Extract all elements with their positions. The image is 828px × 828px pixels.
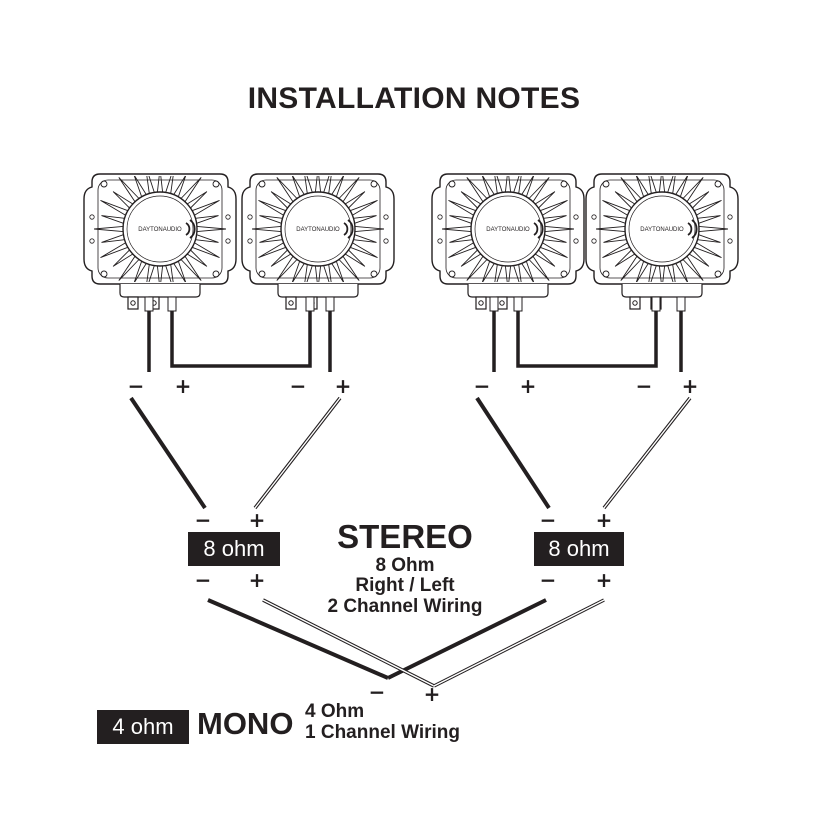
transducer-brand-label: DAYTONAUDIO (640, 227, 684, 233)
connector-plugs (144, 296, 686, 312)
mono-heading: MONO (197, 706, 294, 741)
minus-sign: − (127, 374, 145, 398)
plus-sign: + (334, 374, 352, 398)
minus-sign: − (539, 568, 557, 592)
stereo-left-ohm-box: 8 ohm (188, 532, 280, 566)
minus-sign: − (368, 680, 386, 704)
stereo-heading: STEREO (337, 518, 473, 555)
page-title: INSTALLATION NOTES (247, 82, 581, 115)
minus-sign: − (194, 508, 212, 532)
plus-sign: + (248, 508, 266, 532)
stereo-wiring: 2 Channel Wiring (327, 596, 483, 617)
plus-sign: + (248, 568, 266, 592)
transducer-brand-label: DAYTONAUDIO (138, 227, 182, 233)
mono-impedance: 4 Ohm (305, 701, 365, 722)
transducer-4: DAYTONAUDIO (586, 165, 738, 309)
mono-wires (207, 598, 605, 688)
stereo-channels: Right / Left (355, 575, 455, 596)
stereo-impedance: 8 Ohm (375, 555, 435, 576)
stereo-wires (129, 396, 692, 510)
plus-sign: + (423, 682, 441, 706)
stereo-right-ohm-box: 8 ohm (534, 532, 624, 566)
plus-sign: + (174, 374, 192, 398)
plus-sign: + (595, 508, 613, 532)
mono-ohm-box: 4 ohm (97, 710, 189, 744)
minus-sign: − (635, 374, 653, 398)
transducer-1: DAYTONAUDIO (84, 165, 236, 309)
transducer-brand-label: DAYTONAUDIO (486, 227, 530, 233)
lead-wires (147, 309, 683, 372)
transducer-3: DAYTONAUDIO (432, 165, 584, 309)
plus-sign: + (595, 568, 613, 592)
transducer-brand-label: DAYTONAUDIO (296, 227, 340, 233)
transducer-2: DAYTONAUDIO (242, 165, 394, 309)
plus-sign: + (681, 374, 699, 398)
plus-sign: + (519, 374, 537, 398)
minus-sign: − (289, 374, 307, 398)
mono-wiring: 1 Channel Wiring (305, 722, 461, 743)
minus-sign: − (539, 508, 557, 532)
minus-sign: − (194, 568, 212, 592)
minus-sign: − (473, 374, 491, 398)
